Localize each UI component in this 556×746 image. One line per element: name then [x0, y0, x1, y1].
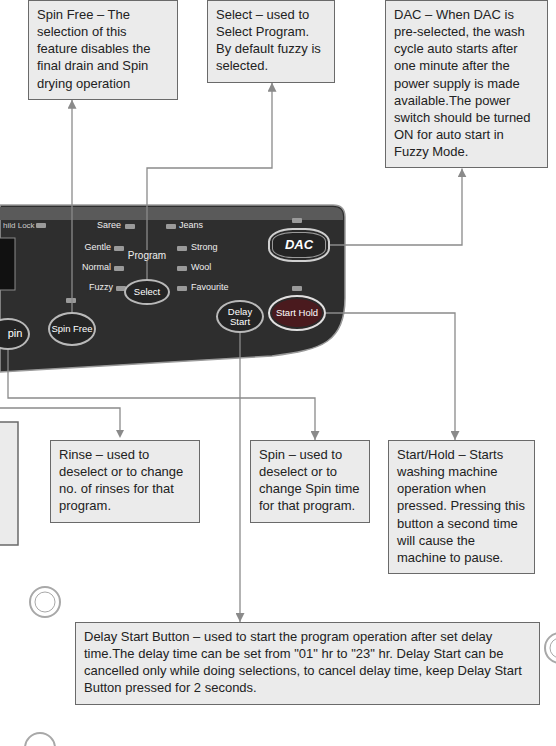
screw-hole [35, 592, 55, 612]
display-window [0, 238, 15, 290]
node-text: Spin – used to deselect or to change Spi… [259, 446, 361, 515]
program-label: Saree [96, 221, 122, 231]
node-text: Spin Free [51, 324, 92, 334]
node-text: pin [8, 328, 23, 340]
node-text: Spin Free – The selection of this featur… [37, 6, 169, 92]
led [177, 266, 187, 271]
node-text: Select – used to Select Program. By defa… [216, 6, 326, 75]
select-button: Select [124, 279, 170, 305]
screw-hole [550, 638, 556, 658]
leader-line [239, 333, 240, 622]
screw-hole [25, 733, 55, 746]
led [177, 246, 187, 251]
led [292, 286, 302, 291]
led [125, 224, 135, 229]
node-text: Select [134, 287, 160, 297]
arrowhead [116, 430, 124, 438]
panel-label: hild Lock [2, 222, 36, 231]
screw-hole [545, 633, 556, 663]
node-text: DAC – When DAC is pre-selected, the wash… [394, 6, 539, 160]
node-text: Start/Hold – Starts washing machine oper… [397, 446, 526, 566]
leader-line [71, 100, 72, 312]
program-label: Wool [190, 263, 212, 273]
program-label: Favourite [190, 283, 230, 293]
leader-line [330, 168, 462, 245]
callout-box: DAC – When DAC is pre-selected, the wash… [385, 0, 548, 168]
node-text: Start Hold [276, 308, 318, 318]
node-text: DAC [285, 238, 313, 252]
screw-hole [30, 587, 60, 617]
callout-box: Spin Free – The selection of this featur… [28, 0, 178, 100]
callout-box: Select – used to Select Program. By defa… [207, 0, 335, 83]
led [114, 266, 124, 271]
program-label: Jeans [178, 221, 204, 231]
callout-box: Spin – used to deselect or to change Spi… [250, 440, 370, 523]
dac-button: DAC [268, 228, 330, 262]
led [66, 298, 76, 303]
callout-box: Rinse – used to deselect or to change no… [50, 440, 200, 523]
led [177, 286, 187, 291]
spin-free-button: Spin Free [48, 312, 96, 346]
program-label: Program [127, 250, 167, 261]
program-label: Strong [190, 243, 219, 253]
callout-box: Delay Start Button – used to start the p… [75, 622, 540, 705]
callout-box: Start/Hold – Starts washing machine oper… [388, 440, 535, 574]
delay-start-button: Delay Start [216, 300, 264, 333]
control-panel [0, 205, 345, 372]
program-label: Gentle [83, 243, 112, 253]
led [36, 223, 46, 228]
leader-line [8, 350, 315, 440]
node-text: Delay Start Button – used to start the p… [84, 628, 531, 697]
program-label: Fuzzy [88, 283, 114, 293]
node-text: Rinse – used to deselect or to change no… [59, 446, 191, 515]
led [166, 224, 176, 229]
led [292, 218, 302, 223]
led [114, 246, 124, 251]
panel-top-strip [0, 207, 343, 220]
screw-holes [25, 587, 556, 746]
leader-line [326, 313, 455, 440]
node-text: Delay Start [218, 307, 262, 327]
partial-callout-box [0, 422, 18, 545]
program-label: Normal [81, 263, 112, 273]
start-hold-button: Start Hold [268, 295, 326, 331]
